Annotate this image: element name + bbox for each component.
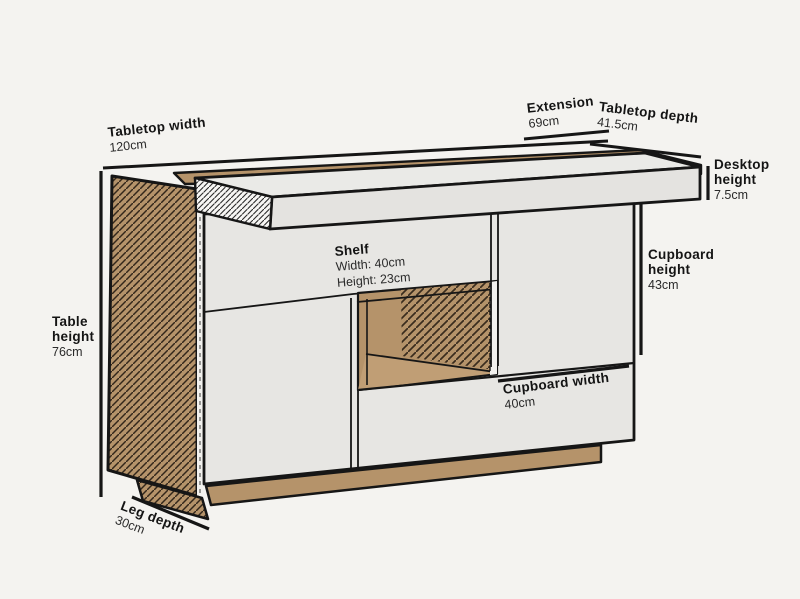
desktop-height-name-line2: height (714, 172, 757, 187)
panel-edge-strip (197, 189, 204, 496)
desktop-height-label: Desktop height 7.5cm (714, 157, 769, 203)
cupboard-height-name-line1: Cupboard (648, 247, 715, 262)
lower-section-line (357, 361, 635, 392)
shelf-floor (358, 354, 497, 390)
table-height-name-line1: Table (52, 314, 88, 329)
table-height-label: Table height 76cm (52, 314, 94, 360)
plinth-front (204, 443, 603, 507)
cupboard-height-label: Cupboard height 43cm (648, 247, 714, 293)
slab-left-cut-wedge (193, 176, 274, 231)
shelf-floor-edge (365, 353, 496, 373)
left-side-panel (106, 174, 199, 498)
shelf-back-cut-hatch (401, 282, 494, 370)
table-height-name-line2: height (52, 329, 95, 344)
table-height-value: 76cm (52, 345, 83, 359)
leg-depth-dimension-line (131, 495, 210, 531)
cupboard-height-name-line2: height (648, 262, 691, 277)
desktop-height-name-line1: Desktop (714, 157, 770, 172)
plinth-left-end (135, 478, 210, 521)
tabletop-depth-dimension-line (589, 142, 702, 159)
cupboard-width-dimension-line (497, 364, 630, 383)
shelf-lintel-line (356, 288, 497, 303)
cupboard-height-value: 43cm (648, 278, 679, 292)
tabletop-width-dimension-line (102, 139, 609, 170)
desktop-height-value: 7.5cm (714, 188, 749, 202)
extension-dimension-line (523, 129, 610, 141)
shelf-label: Shelf Width: 40cm Height: 23cm (334, 238, 411, 291)
